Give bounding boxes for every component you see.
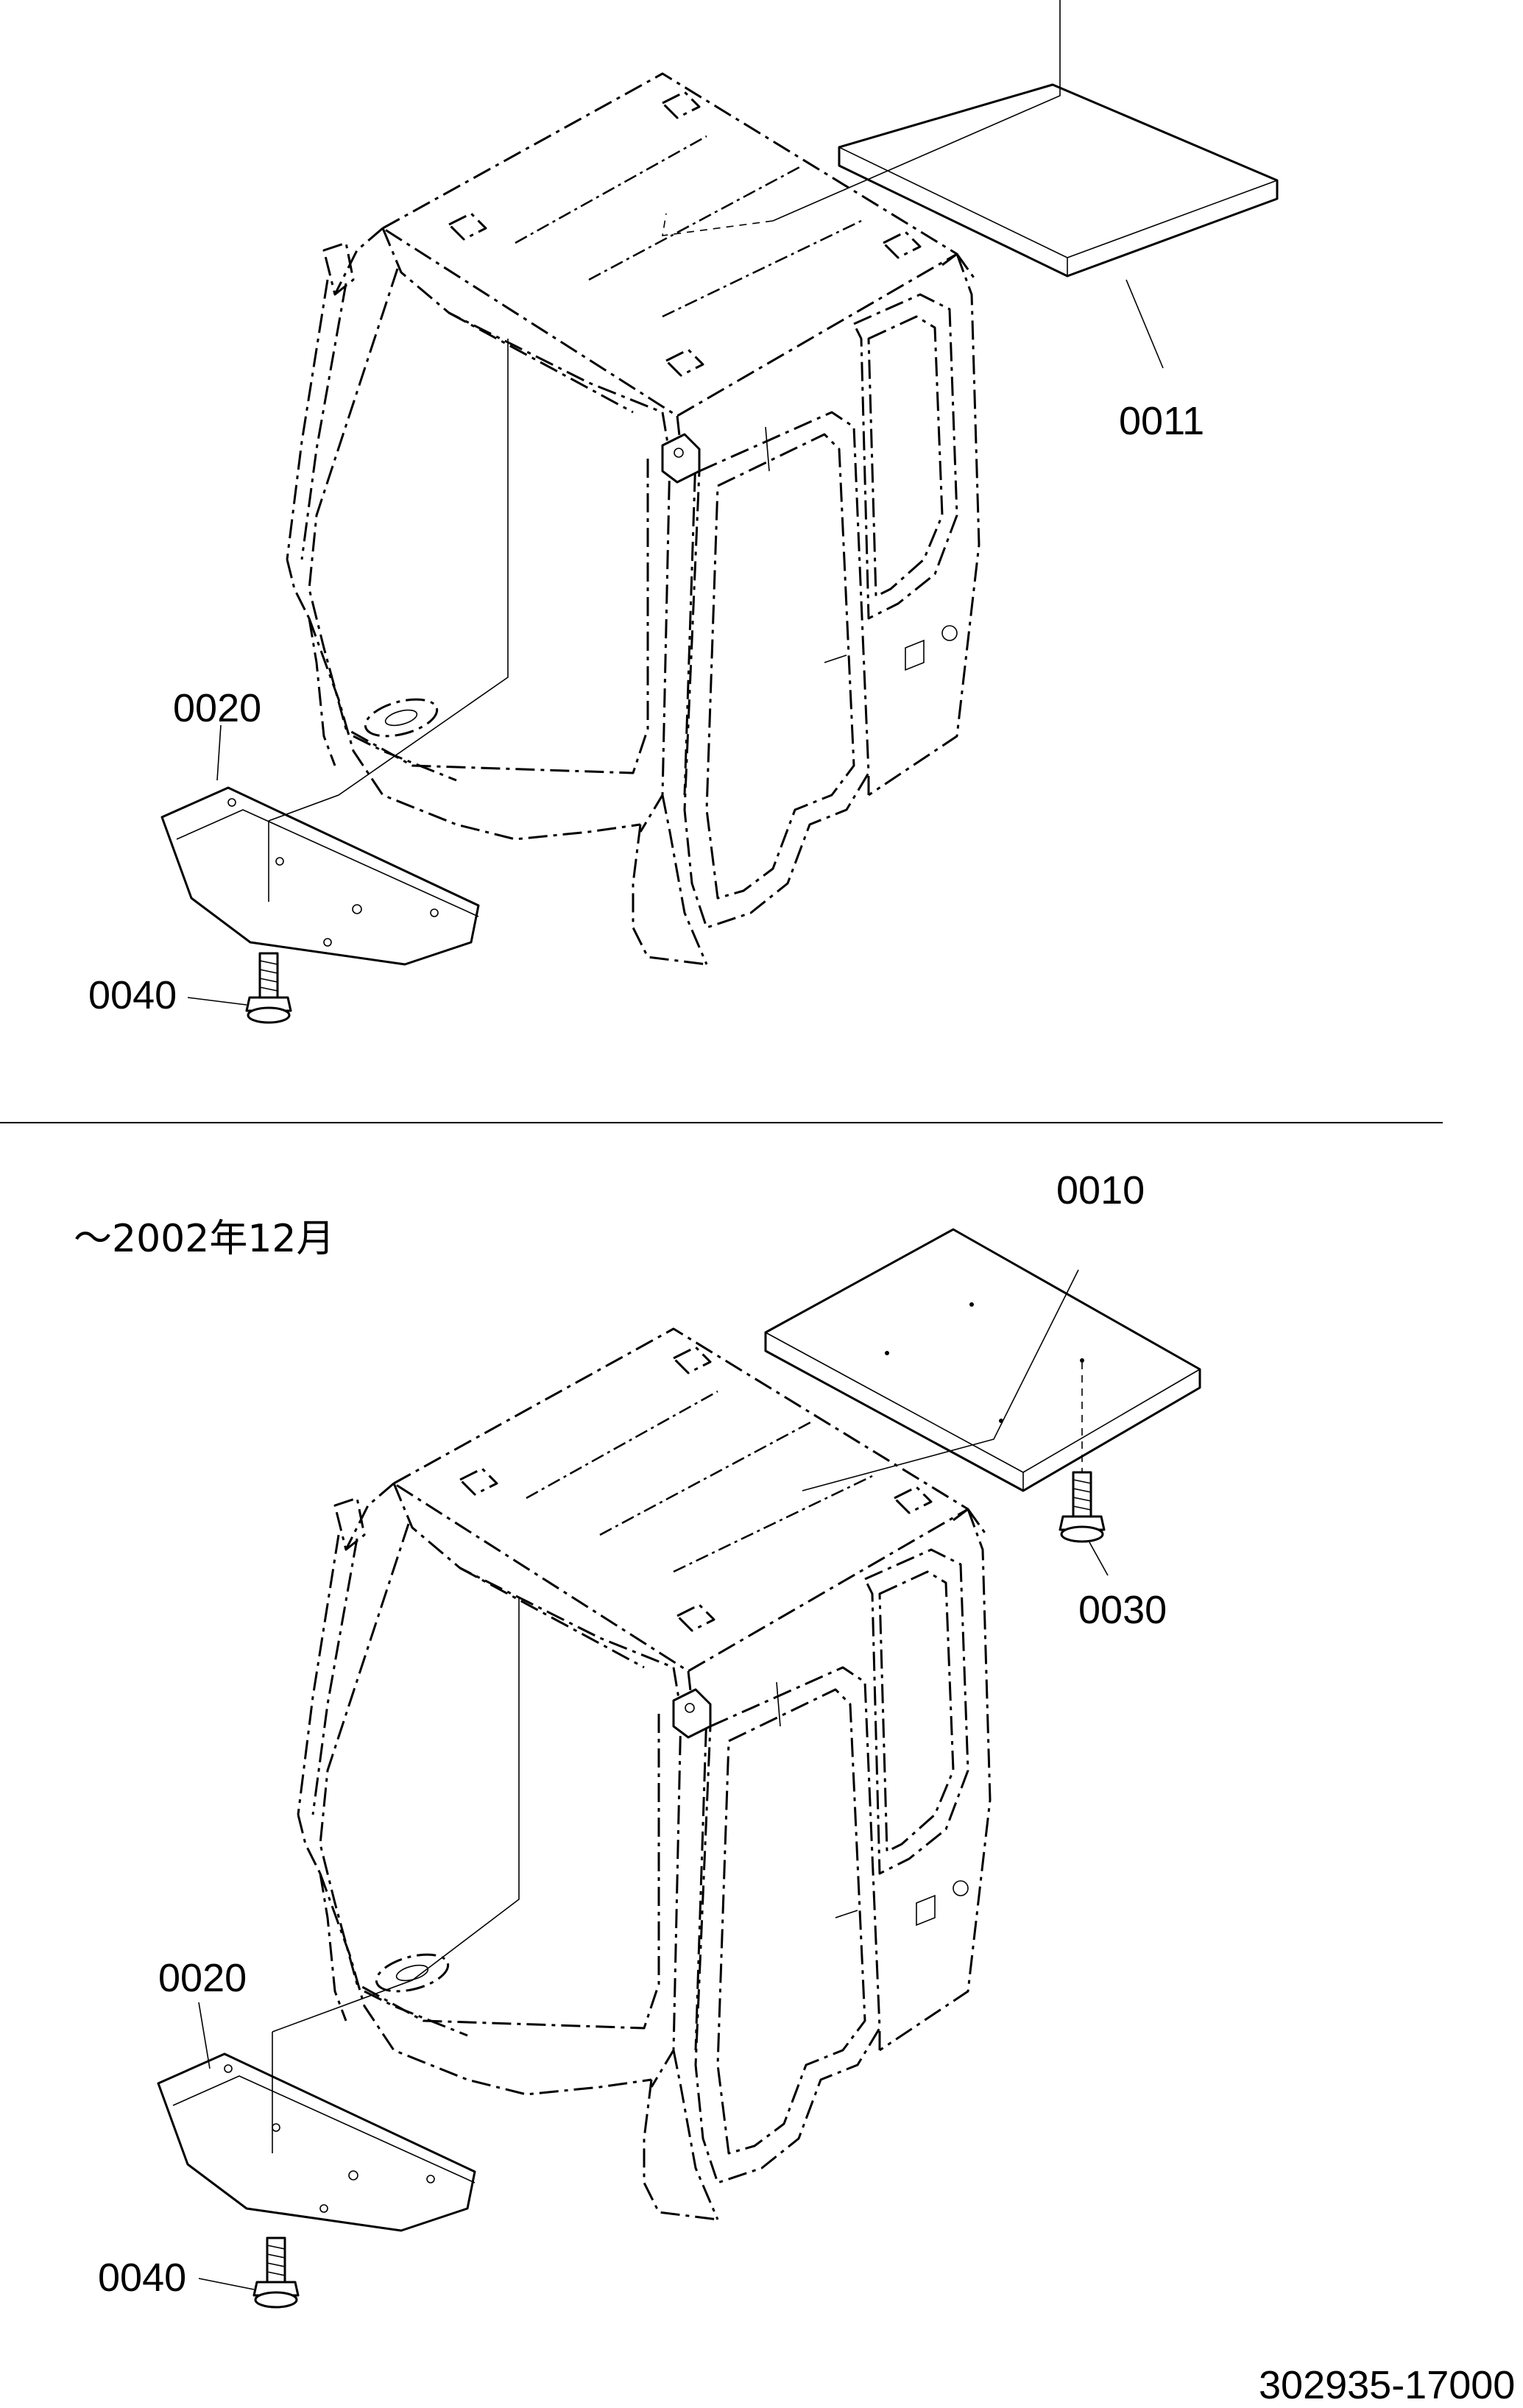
drawing-number: 302935-17000 bbox=[1259, 2363, 1515, 2407]
upper-bolt bbox=[245, 952, 292, 1024]
lower-view: ～2002年12月 0010 0030 0020 bbox=[74, 1168, 1201, 2309]
date-range-note: ～2002年12月 bbox=[74, 1217, 335, 1261]
callout-0040-lower: 0040 bbox=[98, 2256, 186, 2300]
callout-0020-upper: 0020 bbox=[173, 686, 261, 730]
callout-0020-lower: 0020 bbox=[158, 1956, 247, 2000]
callout-0010-lower: 0010 bbox=[1056, 1168, 1145, 1212]
lower-roof-bolt bbox=[1059, 1471, 1106, 1543]
lower-front-cover bbox=[157, 2052, 476, 2232]
callout-0040-upper: 0040 bbox=[88, 973, 177, 1017]
callout-0030-lower: 0030 bbox=[1078, 1588, 1167, 1632]
lower-cab-frame bbox=[297, 1327, 992, 2221]
upper-view: 0011 0020 0040 bbox=[88, 0, 1279, 1024]
lower-roof-plate bbox=[764, 1228, 1201, 1492]
lower-bolt bbox=[252, 2236, 300, 2309]
upper-cab-frame bbox=[286, 72, 980, 966]
upper-roof-plate bbox=[838, 83, 1279, 278]
callout-0011-upper: 0011 bbox=[1119, 399, 1204, 443]
